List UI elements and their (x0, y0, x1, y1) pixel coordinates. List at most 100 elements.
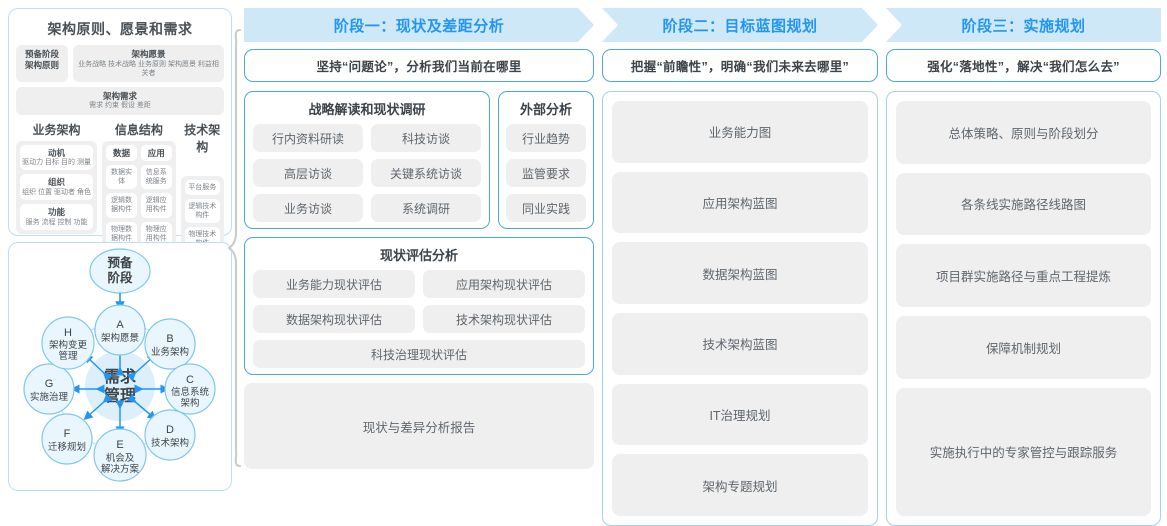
togaf-cell: 逻辑应用构件 (140, 193, 172, 218)
adm-node-e-label-1: 机会及 (106, 452, 135, 464)
adm-node-g-key: G (45, 378, 54, 390)
adm-cycle-diagram: 预备 阶段 需求 管理 (23, 248, 216, 482)
cell-title: 逻辑技术构件 (188, 202, 217, 219)
chip-item[interactable]: 数据架构现状评估 (253, 305, 415, 333)
togaf-requirements-items: 需求 约束 假设 差距 (89, 102, 151, 110)
togaf-vision-row: 预备阶段 架构原则 架构愿景 业务战略 技术战略 业务原则 架构愿景 利益相关者 (16, 45, 224, 82)
chip-item[interactable]: 监管要求 (506, 159, 586, 187)
chip-item[interactable]: 保障机制规划 (896, 315, 1151, 379)
phase-3: 阶段三：实施规划 强化“落地性”，解决“我们怎么去” 总体策略、原则与阶段划分 … (886, 8, 1161, 526)
togaf-cell: 动机 驱动力 目标 目的 测量 (20, 144, 94, 171)
togaf-requirements-title: 架构需求 (102, 90, 137, 101)
strategy-research-title: 战略解读和现状调研 (308, 102, 426, 117)
gap-analysis-report-chip[interactable]: 现状与差异分析报告 (244, 383, 594, 469)
chip-item[interactable]: 行业趋势 (506, 124, 586, 152)
adm-prep-line1: 预备 (107, 255, 133, 270)
togaf-cell: 物理应用构件 (140, 221, 172, 246)
chip-item[interactable]: 业务能力现状评估 (253, 270, 415, 298)
adm-node-f (41, 413, 93, 465)
adm-node-h (41, 316, 95, 370)
chip-item[interactable]: 技术架构现状评估 (423, 305, 585, 333)
togaf-architecture-columns: 业务架构 动机 驱动力 目标 目的 测量 组织 组织 位置 驱动者 角色 功能 (16, 121, 224, 255)
external-analysis-panel: 外部分析 行业趋势 监管要求 同业实践 (498, 91, 594, 229)
togaf-cell: 组织 组织 位置 驱动者 角色 (20, 174, 94, 200)
cell-title: 组织 (48, 177, 66, 188)
chip-row: 业务访谈 系统调研 (253, 194, 481, 222)
phase-1-title: 阶段一：现状及差距分析 (333, 17, 505, 35)
chip-item[interactable]: IT治理规划 (612, 383, 868, 446)
togaf-content-framework-panel: 架构原则、愿景和需求 预备阶段 架构原则 架构愿景 业务战略 技术战略 业务原则… (8, 8, 232, 299)
adm-node-g (23, 363, 75, 415)
chip-item[interactable]: 项目群实施路径与重点工程提炼 (896, 244, 1151, 307)
strategy-research-panel: 战略解读和现状调研 行内资料研读 科技访谈 高层访谈 关键系统访谈 业务访谈 (244, 91, 490, 229)
adm-node-b-label: 业务架构 (151, 346, 189, 358)
togaf-cell: 功能 服务 流程 控制 功能 (20, 203, 94, 230)
chip-item[interactable]: 科技访谈 (371, 124, 481, 152)
cell-title: 动机 (48, 147, 66, 158)
chip-item[interactable]: 数据架构蓝图 (612, 242, 868, 305)
chip-item[interactable]: 应用架构现状评估 (423, 270, 585, 298)
adm-prep-line2: 阶段 (107, 270, 133, 285)
cell-title: 逻辑数据构件 (110, 197, 132, 214)
chip-item[interactable]: 行内资料研读 (253, 124, 363, 152)
adm-node-g-label: 实施治理 (30, 391, 69, 403)
cell-title: 逻辑应用构件 (145, 197, 167, 214)
chip-item[interactable]: 总体策略、原则与阶段划分 (896, 101, 1151, 164)
chip-row: 高层访谈 关键系统访谈 (253, 159, 481, 187)
adm-node-c-label-1: 信息系统 (171, 386, 210, 398)
togaf-cell: 应用 (140, 144, 172, 162)
chip-item[interactable]: 各条线实施路径线路图 (896, 172, 1151, 236)
togaf-prep-line1: 预备阶段 (24, 49, 59, 59)
chip-item[interactable]: 技术架构蓝图 (612, 313, 868, 375)
phase-3-subtitle: 强化“落地性”，解决“我们怎么去” (886, 49, 1161, 82)
adm-node-a (94, 304, 146, 356)
phase-3-body: 总体策略、原则与阶段划分 各条线实施路径线路图 项目群实施路径与重点工程提炼 保… (886, 91, 1161, 526)
adm-node-h-key: H (64, 327, 72, 339)
cell-title: 平台服务 (188, 183, 217, 191)
chip-item[interactable]: 高层访谈 (253, 159, 363, 187)
phase-1-header: 阶段一：现状及差距分析 (244, 8, 594, 42)
chip-item[interactable]: 业务能力图 (612, 101, 868, 163)
adm-node-a-key: A (116, 319, 124, 331)
phase-2-subtitle: 把握“前瞻性”，明确“我们未来去哪里” (602, 49, 878, 82)
brace-connector (228, 28, 242, 468)
chip-item[interactable]: 架构专题规划 (612, 454, 868, 517)
phase-3-items-panel: 总体策略、原则与阶段划分 各条线实施路径线路图 项目群实施路径与重点工程提炼 保… (886, 91, 1161, 526)
chip-item[interactable]: 实施执行中的专家管控与跟踪服务 (896, 387, 1151, 516)
phase-1: 阶段一：现状及差距分析 坚持“问题论”，分析我们当前在哪里 战略解读和现状调研 … (244, 8, 594, 493)
togaf-column-business: 业务架构 动机 驱动力 目标 目的 测量 组织 组织 位置 驱动者 角色 功能 (16, 121, 98, 255)
chip-row: 数据架构现状评估 技术架构现状评估 (253, 305, 585, 333)
chip-item[interactable]: 同业实践 (506, 194, 586, 222)
chip-row: 业务能力现状评估 应用架构现状评估 (253, 270, 585, 298)
cell-items: 驱动力 目标 目的 测量 (22, 159, 91, 167)
phase-1-band (244, 8, 594, 42)
phase-2-body: 业务能力图 应用架构蓝图 数据架构蓝图 技术架构蓝图 IT治理规划 架构专题规划 (602, 91, 878, 526)
phase-1-body: 战略解读和现状调研 行内资料研读 科技访谈 高层访谈 关键系统访谈 业务访谈 (244, 91, 594, 469)
chip-item[interactable]: 系统调研 (371, 194, 481, 222)
cell-title: 物理数据构件 (110, 225, 132, 242)
togaf-cell: 数据实体 (106, 165, 137, 190)
togaf-cell: 信息系统服务 (140, 165, 172, 190)
togaf-vision-items: 业务战略 技术战略 业务原则 架构愿景 利益相关者 (78, 60, 219, 77)
cell-title: 物理应用构件 (145, 225, 167, 242)
current-state-assessment-title: 现状评估分析 (379, 248, 458, 263)
togaf-column-information-head: 信息结构 (114, 122, 163, 137)
adm-node-f-key: F (64, 428, 71, 440)
left-column: 架构原则、愿景和需求 预备阶段 架构原则 架构愿景 业务战略 技术战略 业务原则… (8, 8, 232, 491)
togaf-prep-line2: 架构原则 (24, 59, 59, 70)
chip-item[interactable]: 科技治理现状评估 (253, 340, 585, 368)
chip-item[interactable]: 关键系统访谈 (371, 159, 481, 187)
chip-item[interactable]: 业务访谈 (253, 194, 363, 222)
adm-node-f-label: 迁移规划 (48, 441, 86, 453)
cell-title: 信息系统服务 (145, 169, 167, 186)
togaf-column-business-head: 业务架构 (32, 122, 81, 137)
adm-node-h-label-1: 架构变更 (49, 339, 88, 351)
phase-2-items-panel: 业务能力图 应用架构蓝图 数据架构蓝图 技术架构蓝图 IT治理规划 架构专题规划 (602, 91, 878, 526)
togaf-requirements-box: 架构需求 需求 约束 假设 差距 (16, 86, 224, 115)
cell-title: 数据实体 (110, 169, 132, 186)
adm-node-h-label-2: 管理 (58, 350, 78, 362)
chip-item[interactable]: 应用架构蓝图 (612, 171, 868, 234)
cell-title: 应用 (147, 147, 165, 158)
chip-row: 行内资料研读 科技访谈 (253, 124, 481, 152)
phase-1-subtitle: 坚持“问题论”，分析我们当前在哪里 (244, 49, 594, 82)
